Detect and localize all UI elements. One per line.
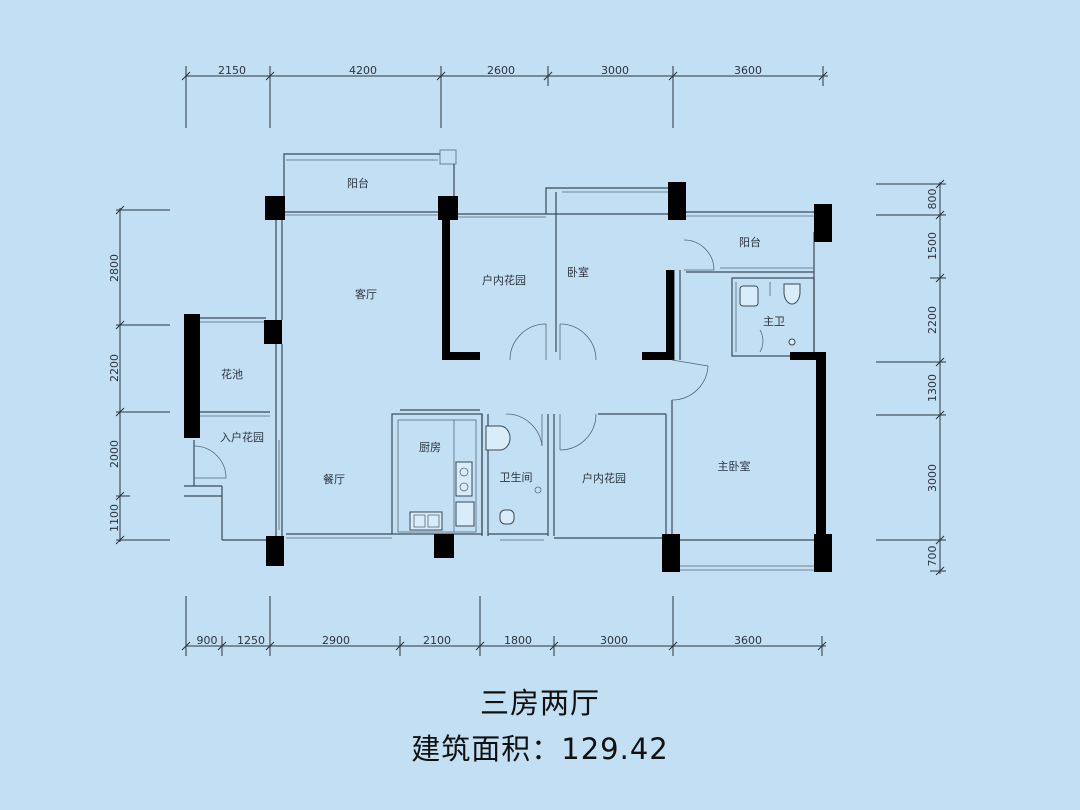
- heavy-walls: [184, 218, 826, 540]
- dim-top-4: 3000: [601, 64, 629, 77]
- dim-top-1: 2150: [218, 64, 246, 77]
- room-label-living: 客厅: [355, 287, 377, 301]
- room-label-flower-bed: 花池: [221, 368, 243, 381]
- master-basin-icon: [739, 285, 759, 307]
- walls: [184, 149, 815, 571]
- kitchen-sink-icon: [409, 511, 443, 531]
- left-dimension-line: 2800 2200 2000 1100: [108, 205, 170, 545]
- room-label-indoor-garden-1: 户内花园: [482, 273, 526, 287]
- room-labels: 阳台 客厅 户内花园 卧室 阳台 主卫 花池 入户花园 餐厅 厨房 卫生间 户内…: [220, 176, 785, 486]
- bathroom-basin-icon: [485, 425, 511, 451]
- dim-right-2: 1500: [926, 232, 939, 260]
- dim-top-3: 2600: [487, 64, 515, 77]
- dim-bottom-4: 2100: [423, 634, 451, 647]
- dim-right-3: 2200: [926, 306, 939, 334]
- dim-bottom-6: 3000: [600, 634, 628, 647]
- dim-left-1: 2800: [108, 254, 121, 282]
- doors: [193, 239, 764, 479]
- room-label-bathroom: 卫生间: [500, 470, 533, 484]
- dim-bottom-1: 900: [197, 634, 218, 647]
- dim-bottom-7: 3600: [734, 634, 762, 647]
- room-label-master-bath: 主卫: [763, 315, 785, 328]
- dim-top-2: 4200: [349, 64, 377, 77]
- room-label-entry-garden: 入户花园: [220, 430, 264, 444]
- dim-left-2: 2200: [108, 354, 121, 382]
- room-label-balcony-right: 阳台: [739, 235, 761, 249]
- bottom-dimension-line: 900 1250 2900 2100 1800 3000 3600: [181, 596, 827, 656]
- room-label-balcony-top: 阳台: [347, 176, 369, 190]
- dim-right-4: 1300: [926, 374, 939, 402]
- dim-left-3: 2000: [108, 440, 121, 468]
- room-label-kitchen: 厨房: [419, 441, 441, 454]
- top-dimension-line: 2150 4200 2600 3000 3600: [181, 64, 828, 128]
- dim-right-1: 800: [926, 189, 939, 210]
- dim-right-5: 3000: [926, 464, 939, 492]
- room-label-dining: 餐厅: [323, 472, 345, 486]
- room-label-indoor-garden-2: 户内花园: [582, 471, 626, 485]
- fridge-icon: [455, 501, 475, 527]
- dim-bottom-3: 2900: [322, 634, 350, 647]
- master-toilet-icon: [783, 283, 801, 305]
- dim-bottom-2: 1250: [237, 634, 265, 647]
- right-dimension-line: 800 1500 2200 1300 3000 700: [876, 179, 946, 576]
- room-label-bedroom: 卧室: [567, 265, 589, 279]
- dim-left-4: 1100: [108, 504, 121, 532]
- columns: [264, 182, 832, 572]
- dim-top-5: 3600: [734, 64, 762, 77]
- room-label-master-bedroom: 主卧室: [718, 459, 751, 473]
- dim-bottom-5: 1800: [504, 634, 532, 647]
- layout-title: 三房两厅: [479, 686, 600, 720]
- dim-right-6: 700: [926, 546, 939, 567]
- fixtures: [409, 283, 801, 531]
- building-area: 建筑面积：129.42: [411, 732, 669, 766]
- toilet-icon: [499, 509, 515, 525]
